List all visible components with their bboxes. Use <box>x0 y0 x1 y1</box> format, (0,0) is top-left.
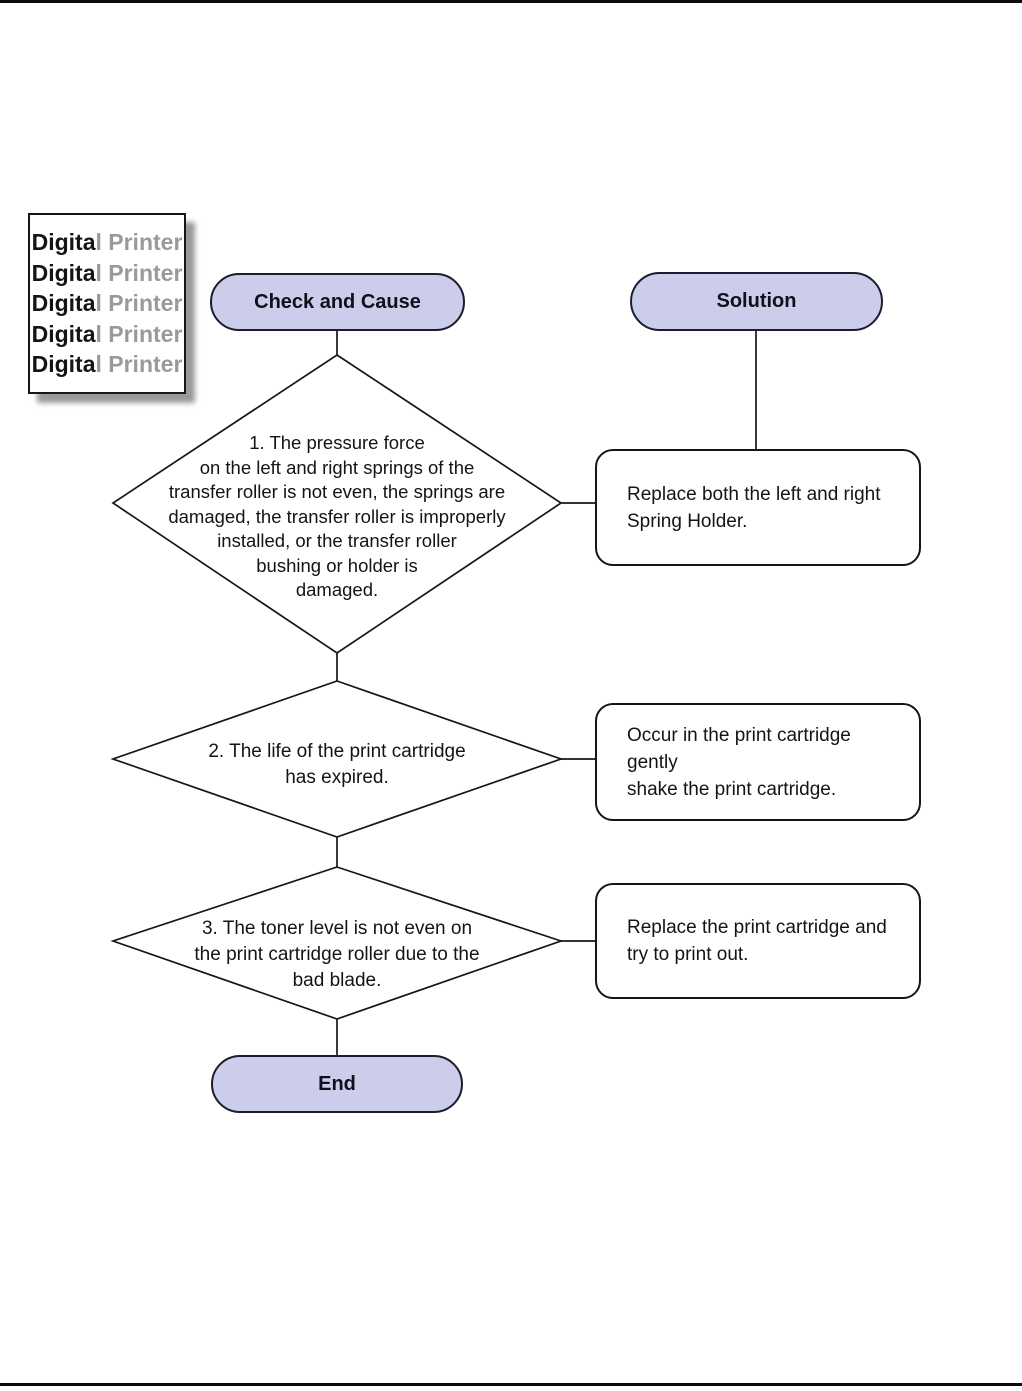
watermark-text-light: l Printer <box>95 290 183 317</box>
check-diamond-1-text: 1. The pressure force on the left and ri… <box>168 432 506 601</box>
watermark-text-light: l Printer <box>95 229 183 256</box>
watermark-line: Digital Printer <box>32 258 183 289</box>
watermark-text-light: l Printer <box>95 259 183 286</box>
watermark-text-dark: Digita <box>31 351 96 378</box>
end-terminal: End <box>211 1055 463 1113</box>
watermark-text-dark: Digita <box>31 320 96 347</box>
watermark-text-dark: Digita <box>31 229 96 256</box>
end-label: End <box>318 1072 356 1095</box>
check-and-cause-label: Check and Cause <box>254 290 421 313</box>
watermark-line: Digital Printer <box>32 227 183 258</box>
watermark-line: Digital Printer <box>32 349 183 380</box>
solution-terminal: Solution <box>630 272 883 331</box>
solution-box-2: Occur in the print cartridge gently shak… <box>595 703 921 821</box>
watermark-line: Digital Printer <box>32 319 183 350</box>
watermark-line: Digital Printer <box>32 288 183 319</box>
solution-label: Solution <box>716 290 797 312</box>
check-diamond-3-text: 3. The toner level is not even on the pr… <box>194 918 480 991</box>
check-and-cause-terminal: Check and Cause <box>210 273 465 331</box>
watermark-text-dark: Digita <box>31 290 96 317</box>
digital-printer-watermark: Digital Printer Digital Printer Digital … <box>28 213 186 394</box>
watermark-text-light: l Printer <box>95 320 183 347</box>
page-top-rule <box>0 0 1022 3</box>
check-diamond-2-text: 2. The life of the print cartridge has e… <box>208 741 466 788</box>
solution-box-3: Replace the print cartridge and try to p… <box>595 883 921 999</box>
watermark-text-light: l Printer <box>95 351 183 378</box>
watermark-text-dark: Digita <box>31 259 96 286</box>
solution-box-1: Replace both the left and right Spring H… <box>595 449 921 566</box>
page-bottom-rule <box>0 1383 1022 1386</box>
